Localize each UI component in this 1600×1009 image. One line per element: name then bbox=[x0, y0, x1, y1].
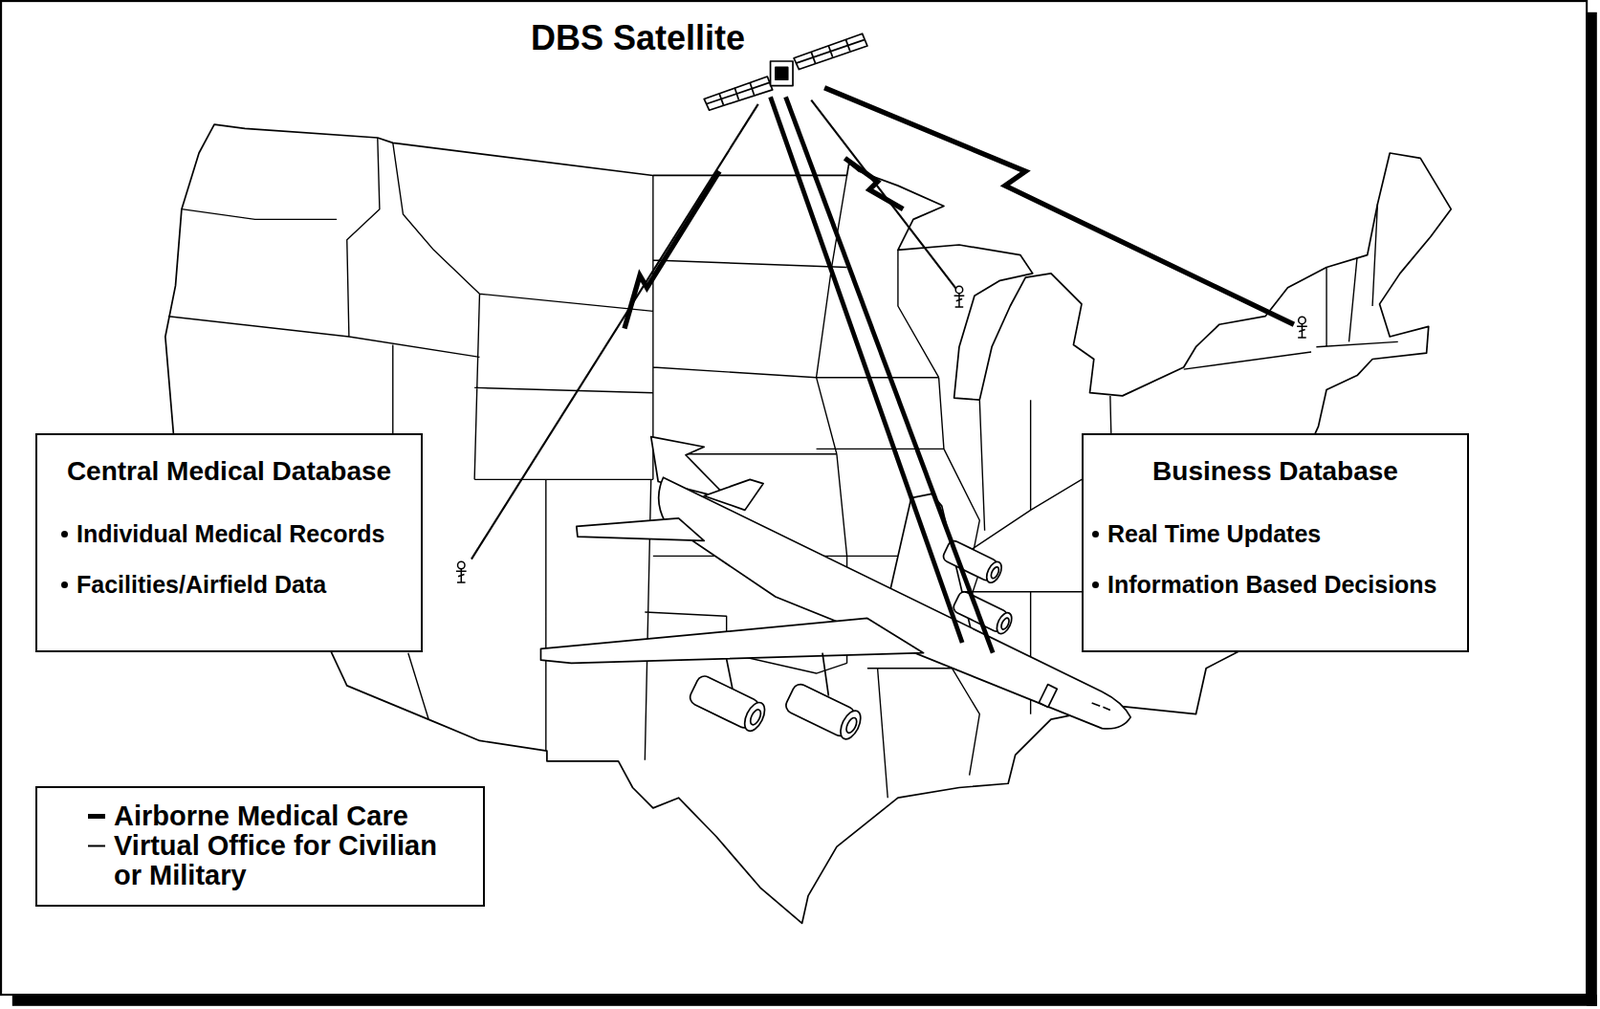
medical-link bbox=[824, 87, 1294, 325]
database-box: Business DatabaseReal Time UpdatesInform… bbox=[1081, 433, 1469, 653]
legend-sample bbox=[87, 831, 108, 861]
box-heading: Business Database bbox=[1152, 456, 1399, 487]
database-box: Central Medical DatabaseIndividual Medic… bbox=[35, 433, 423, 653]
bullet-dot bbox=[1092, 530, 1099, 538]
bullet-dot bbox=[61, 530, 68, 538]
lightning-bolt bbox=[624, 171, 720, 329]
heading-row: Central Medical Database bbox=[37, 456, 421, 487]
door bbox=[1038, 684, 1057, 708]
legend-text: Airborne Medical Care bbox=[113, 801, 449, 832]
station-icon bbox=[456, 561, 467, 583]
medical-link bbox=[786, 96, 994, 653]
bullet-item: Real Time Updates bbox=[1083, 518, 1468, 549]
legend-row: Virtual Office for Civilian or Military bbox=[37, 831, 483, 891]
frame-border bbox=[0, 0, 1587, 995]
satellite-body bbox=[775, 66, 789, 80]
satellite-label: DBS Satellite bbox=[530, 19, 746, 58]
station-icon bbox=[1296, 316, 1308, 338]
legend-sample bbox=[87, 801, 108, 832]
airplane bbox=[540, 437, 1131, 743]
frame-shadow bbox=[1586, 12, 1598, 1007]
solar-panel bbox=[703, 76, 772, 110]
legend-text: Virtual Office for Civilian or Military bbox=[113, 831, 449, 891]
legend-line-sample bbox=[87, 845, 106, 848]
bullet-text: Individual Medical Records bbox=[76, 518, 385, 549]
heading-row: Business Database bbox=[1083, 456, 1468, 487]
engine bbox=[687, 673, 769, 734]
medical-link bbox=[770, 96, 964, 643]
panel-grid bbox=[795, 40, 864, 65]
near-wing bbox=[540, 617, 923, 663]
bullet-dot bbox=[61, 581, 68, 589]
box-heading: Central Medical Database bbox=[66, 456, 392, 487]
legend-box: Airborne Medical CareVirtual Office for … bbox=[35, 786, 485, 907]
engine bbox=[783, 681, 865, 743]
near-stabilizer bbox=[576, 518, 704, 541]
panel-grid bbox=[705, 82, 769, 105]
frame-shadow bbox=[12, 994, 1598, 1007]
cockpit-windows bbox=[1092, 702, 1111, 710]
bullet-text: Facilities/Airfield Data bbox=[76, 569, 327, 600]
lightning-bolt bbox=[844, 157, 903, 209]
station-icon bbox=[954, 285, 965, 307]
bullet-item: Individual Medical Records bbox=[37, 518, 421, 549]
legend-row: Airborne Medical Care bbox=[37, 801, 483, 832]
bullet-dot bbox=[1092, 581, 1099, 589]
solar-panel bbox=[793, 33, 868, 69]
office-link bbox=[810, 100, 957, 289]
bullet-text: Information Based Decisions bbox=[1107, 569, 1438, 600]
satellite-body bbox=[770, 61, 793, 87]
office-link bbox=[471, 104, 759, 560]
bullet-item: Facilities/Airfield Data bbox=[37, 569, 421, 600]
legend-line-sample bbox=[87, 813, 106, 819]
bullet-item: Information Based Decisions bbox=[1083, 569, 1468, 600]
bullet-text: Real Time Updates bbox=[1107, 518, 1321, 549]
